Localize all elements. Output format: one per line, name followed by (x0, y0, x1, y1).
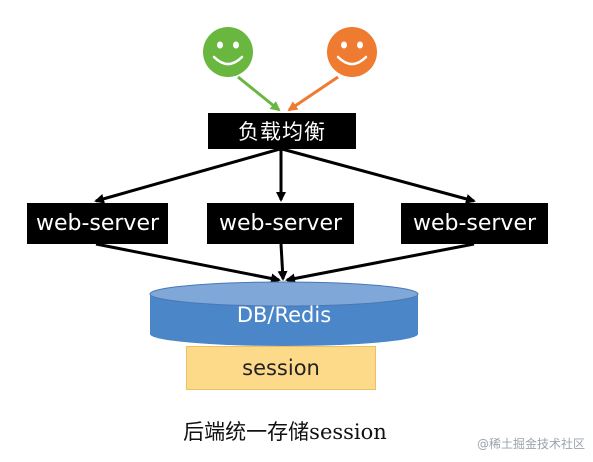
session-box: session (186, 346, 376, 390)
arrow-lb-to-ws3 (281, 147, 476, 204)
web-server-box-3: web-server (401, 203, 548, 244)
arrow-ws2-to-db (277, 243, 288, 281)
arrow-user-green-to-lb (237, 75, 281, 112)
user-icon-orange (327, 27, 377, 77)
user-icon-green (203, 27, 253, 77)
load-balancer-box: 负载均衡 (208, 113, 356, 149)
arrow-lb-to-ws1 (94, 147, 281, 204)
web-server-box-2: web-server (207, 203, 354, 244)
database-label: DB/Redis (236, 303, 332, 327)
database-cylinder (149, 281, 419, 346)
arrow-user-orange-to-lb (287, 75, 339, 112)
watermark: @稀土掘金技术社区 (476, 437, 585, 451)
web-server-box-1: web-server (27, 203, 168, 244)
diagram-caption: 后端统一存储session (183, 420, 387, 444)
arrow-ws1-to-db (95, 242, 281, 284)
arrow-ws3-to-db (285, 242, 475, 284)
